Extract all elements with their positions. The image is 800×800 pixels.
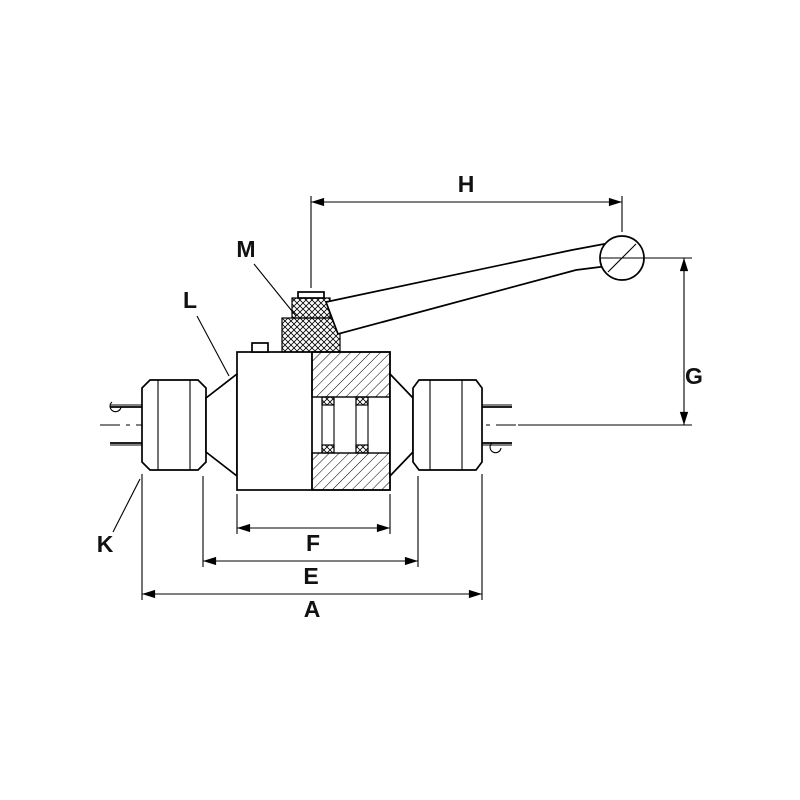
dim-label-e: E (303, 563, 318, 589)
dimension-G: G (679, 258, 703, 425)
callout-L: L (183, 287, 230, 377)
right-compression-nut (389, 371, 483, 479)
handle-stop-tab (251, 342, 269, 353)
callout-label-m: M (236, 236, 255, 262)
ball-seats (321, 396, 369, 454)
dim-label-g: G (685, 363, 703, 389)
dim-label-a: A (304, 596, 321, 622)
callout-K: K (97, 478, 141, 557)
right-tube (482, 406, 512, 454)
dimension-A: A (141, 474, 483, 622)
stem-top-cap (297, 291, 325, 299)
left-ferrule-cone (205, 372, 238, 478)
left-compression-nut (141, 372, 238, 478)
right-ferrule-cone (389, 371, 414, 479)
packing-nut (291, 297, 331, 319)
dimension-H: H (310, 171, 623, 288)
body-section-hatch-bottom (311, 452, 391, 491)
body-section-hatch-top (311, 351, 391, 398)
dim-label-f: F (306, 530, 320, 556)
dimension-E: E (202, 476, 419, 589)
dim-label-h: H (458, 171, 475, 197)
tube-break-curl (489, 442, 502, 454)
tube-break-curl (109, 401, 122, 413)
dimension-F: F (236, 494, 391, 556)
left-tube (109, 401, 142, 444)
callout-label-l: L (183, 287, 197, 313)
valve-body (236, 342, 391, 491)
lever-handle (324, 235, 692, 336)
callout-label-k: K (97, 531, 114, 557)
callout-M: M (236, 236, 297, 317)
stem-packing-gland (281, 291, 341, 353)
